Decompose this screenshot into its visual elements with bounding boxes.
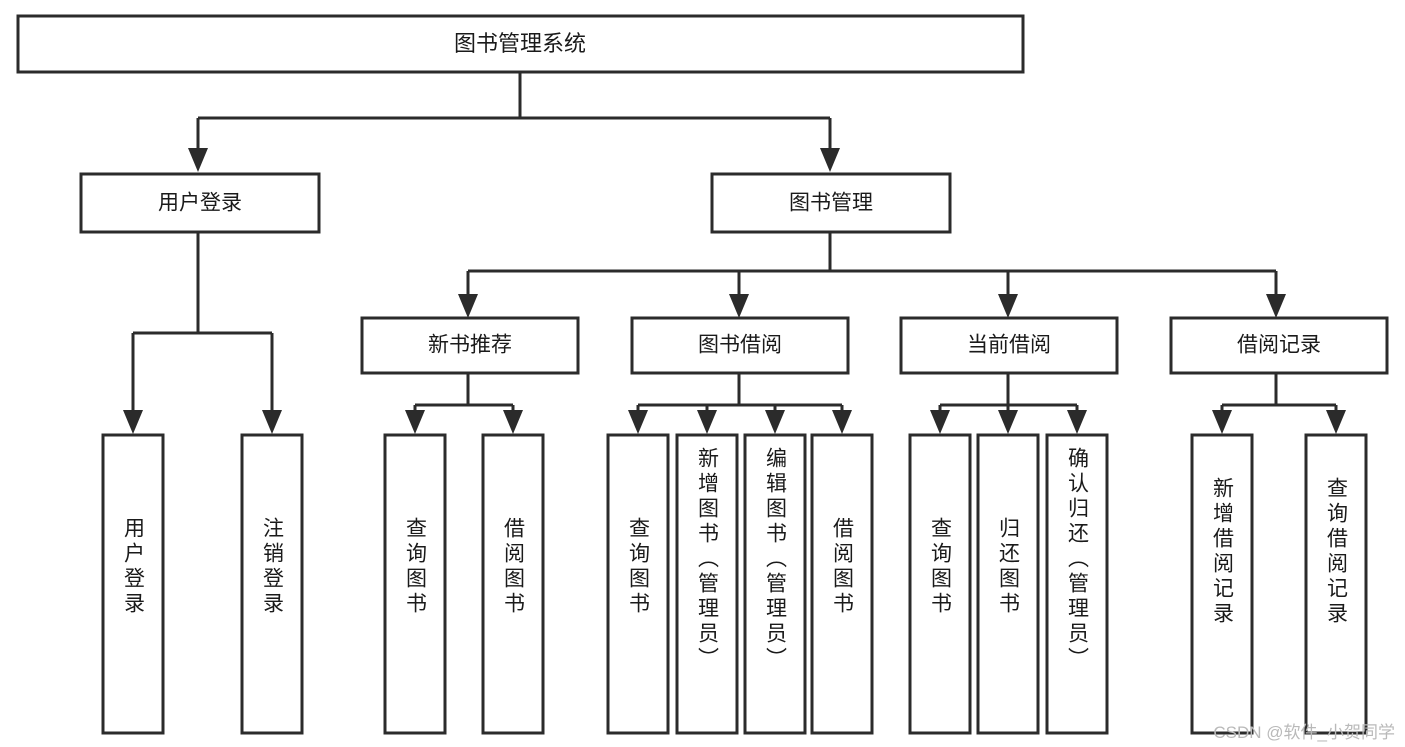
- node-borrow-record-box[interactable]: [1169, 316, 1389, 375]
- arrowhead-current-borrow: [998, 294, 1018, 318]
- arrowhead-leaf-query-book-1: [405, 410, 425, 434]
- node-book-manage[interactable]: 图书管理: [710, 172, 952, 234]
- node-leaf-user-login-box[interactable]: [101, 433, 165, 735]
- arrowhead-leaf-borrow-book-1: [503, 410, 523, 434]
- node-leaf-confirm-return-box[interactable]: [1045, 433, 1109, 735]
- node-user-login[interactable]: 用户登录: [79, 172, 321, 234]
- node-leaf-query-book-2-box[interactable]: [606, 433, 670, 735]
- node-leaf-add-book-box[interactable]: [675, 433, 739, 735]
- arrowhead-leaf-user-login: [123, 410, 143, 434]
- node-layer: 图书管理系统 用户登录 图书管理 新书推荐 图书借阅: [16, 14, 1389, 735]
- arrowhead-leaf-add-record: [1212, 410, 1232, 434]
- arrowhead-leaf-query-book-3: [930, 410, 950, 434]
- node-leaf-query-book-3-box[interactable]: [908, 433, 972, 735]
- node-new-book-recommend[interactable]: 新书推荐: [360, 316, 580, 375]
- node-current-borrow-label: 当前借阅: [967, 334, 1051, 357]
- arrowhead-leaf-return-book: [998, 410, 1018, 434]
- csdn-watermark: CSDN @软件_小贺同学: [1213, 723, 1395, 742]
- node-book-manage-label: 图书管理: [789, 192, 873, 215]
- node-leaf-logout-login-box[interactable]: [240, 433, 304, 735]
- arrowhead-book-manage: [820, 148, 840, 172]
- arrowhead-leaf-edit-book: [765, 410, 785, 434]
- node-book-manage-box[interactable]: [710, 172, 952, 234]
- arrowhead-leaf-confirm-return: [1067, 410, 1087, 434]
- node-leaf-add-record-box[interactable]: [1190, 433, 1254, 735]
- node-leaf-query-record-box[interactable]: [1304, 433, 1368, 735]
- arrowhead-leaf-borrow-book-2: [832, 410, 852, 434]
- arrowhead-leaf-add-book: [697, 410, 717, 434]
- arrowhead-new-book-recommend: [458, 294, 478, 318]
- node-root-box[interactable]: [16, 14, 1025, 74]
- node-user-login-box[interactable]: [79, 172, 321, 234]
- node-leaf-query-book-1-box[interactable]: [383, 433, 447, 735]
- node-new-book-recommend-box[interactable]: [360, 316, 580, 375]
- node-borrow-record[interactable]: 借阅记录: [1169, 316, 1389, 375]
- arrowhead-leaf-query-book-2: [628, 410, 648, 434]
- node-root[interactable]: 图书管理系统: [16, 14, 1025, 74]
- arrowhead-borrow-record: [1266, 294, 1286, 318]
- node-root-label: 图书管理系统: [454, 31, 586, 56]
- node-book-borrow[interactable]: 图书借阅: [630, 316, 850, 375]
- node-user-login-label: 用户登录: [158, 192, 242, 215]
- node-current-borrow-box[interactable]: [899, 316, 1119, 375]
- node-book-borrow-label: 图书借阅: [698, 334, 782, 357]
- node-new-book-recommend-label: 新书推荐: [428, 334, 512, 357]
- connector-layer: [123, 72, 1346, 434]
- arrowhead-leaf-logout-login: [262, 410, 282, 434]
- node-current-borrow[interactable]: 当前借阅: [899, 316, 1119, 375]
- node-borrow-record-label: 借阅记录: [1237, 334, 1321, 357]
- node-leaf-borrow-book-1-box[interactable]: [481, 433, 545, 735]
- arrowhead-book-borrow: [729, 294, 749, 318]
- node-leaf-return-book-box[interactable]: [976, 433, 1040, 735]
- node-leaf-edit-book-box[interactable]: [743, 433, 807, 735]
- arrowhead-user-login: [188, 148, 208, 172]
- node-book-borrow-box[interactable]: [630, 316, 850, 375]
- arrowhead-leaf-query-record: [1326, 410, 1346, 434]
- node-leaf-borrow-book-2-box[interactable]: [810, 433, 874, 735]
